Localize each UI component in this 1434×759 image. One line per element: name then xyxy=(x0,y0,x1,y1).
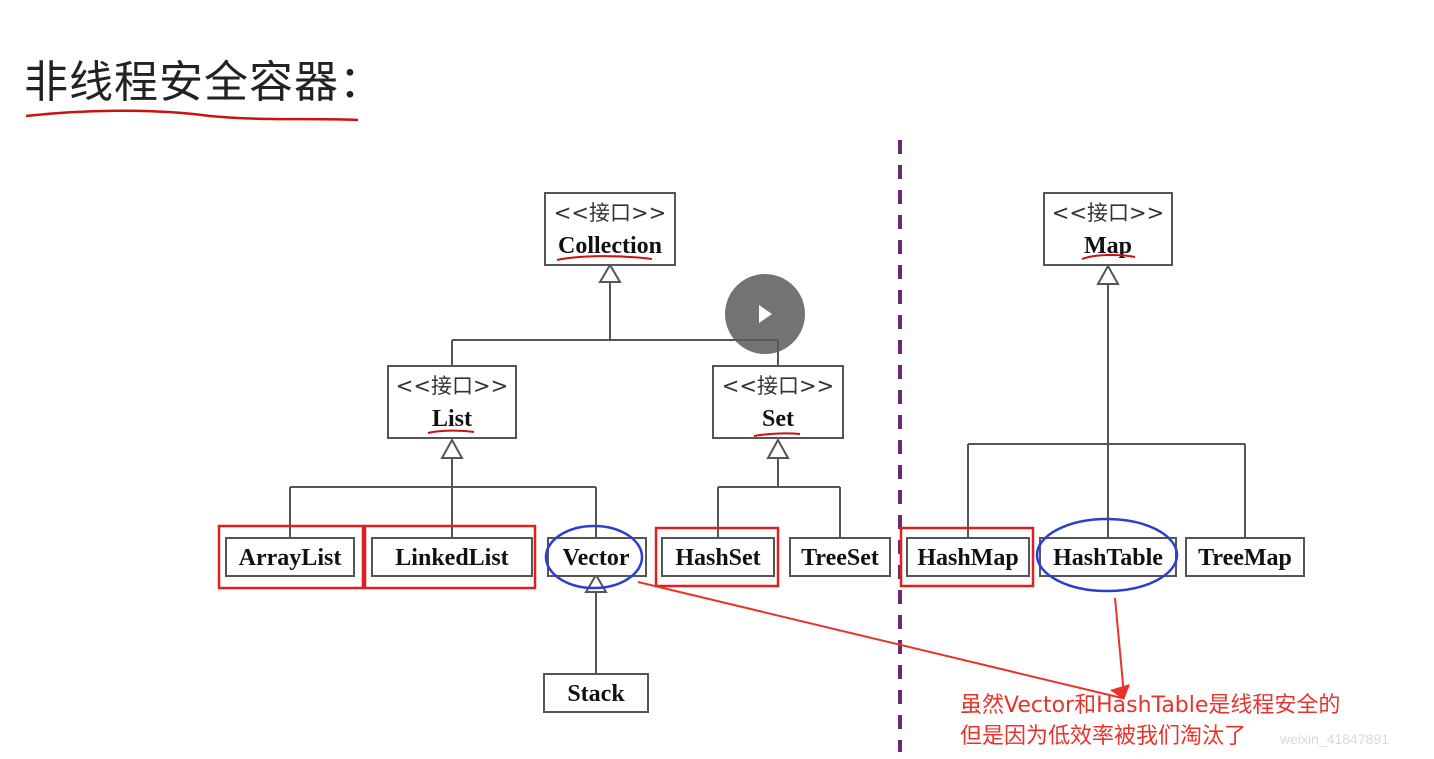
arraylist-label: ArrayList xyxy=(239,545,342,571)
arraylist-highlight xyxy=(217,524,365,590)
treemap-label: TreeMap xyxy=(1198,545,1292,571)
treeset-label: TreeSet xyxy=(801,545,879,571)
collection-interface-box: <<接口>> Collection xyxy=(544,192,676,266)
set-underline xyxy=(753,432,801,437)
list-name: List xyxy=(432,406,472,432)
watermark: weixin_41847891 xyxy=(1280,731,1389,747)
page-title: 非线程安全容器： xyxy=(24,57,384,108)
set-stereotype: <<接口>> xyxy=(722,374,834,398)
hashmap-class-box: HashMap xyxy=(906,537,1030,577)
vector-circle xyxy=(544,524,644,590)
set-name: Set xyxy=(762,406,794,432)
hashtable-label: HashTable xyxy=(1053,545,1163,571)
collection-underline xyxy=(556,255,653,261)
annotation-arrows xyxy=(637,581,1125,699)
annotation-arrowhead xyxy=(1110,684,1130,700)
hashset-label: HashSet xyxy=(675,545,760,571)
hashset-highlight xyxy=(654,526,780,588)
arraylist-class-box: ArrayList xyxy=(225,537,355,577)
annotation-line-2: 但是因为低效率被我们淘汰了 xyxy=(960,724,1247,749)
vector-label: Vector xyxy=(562,545,629,571)
hashtable-circle xyxy=(1035,517,1179,593)
connector-lines xyxy=(289,282,1246,674)
map-stereotype: <<接口>> xyxy=(1052,201,1164,225)
video-play-button[interactable] xyxy=(725,274,805,354)
hashtable-class-box: HashTable xyxy=(1039,537,1177,577)
map-interface-box: <<接口>> Map xyxy=(1043,192,1173,266)
list-underline xyxy=(427,429,475,434)
annotation-line-1: 虽然Vector和HashTable是线程安全的 xyxy=(960,693,1341,718)
annotation-text: 虽然Vector和HashTable是线程安全的 但是因为低效率被我们淘汰了 xyxy=(960,690,1340,752)
treeset-class-box: TreeSet xyxy=(789,537,891,577)
linkedlist-label: LinkedList xyxy=(395,545,508,571)
list-stereotype: <<接口>> xyxy=(396,374,508,398)
map-underline xyxy=(1081,253,1136,260)
red-highlight-marks xyxy=(217,524,1035,590)
stack-class-box: Stack xyxy=(543,673,649,713)
vector-class-box: Vector xyxy=(547,537,647,577)
linkedlist-class-box: LinkedList xyxy=(371,537,533,577)
linkedlist-highlight xyxy=(363,524,537,590)
title-underline xyxy=(25,109,359,122)
hashset-class-box: HashSet xyxy=(661,537,775,577)
set-interface-box: <<接口>> Set xyxy=(712,365,844,439)
list-interface-box: <<接口>> List xyxy=(387,365,517,439)
collection-stereotype: <<接口>> xyxy=(554,201,666,225)
blue-circle-marks xyxy=(544,517,1179,593)
collection-name: Collection xyxy=(558,233,662,259)
hashmap-highlight xyxy=(899,526,1035,588)
treemap-class-box: TreeMap xyxy=(1185,537,1305,577)
stack-label: Stack xyxy=(567,681,625,707)
hashmap-label: HashMap xyxy=(917,545,1018,571)
play-icon xyxy=(759,305,772,323)
